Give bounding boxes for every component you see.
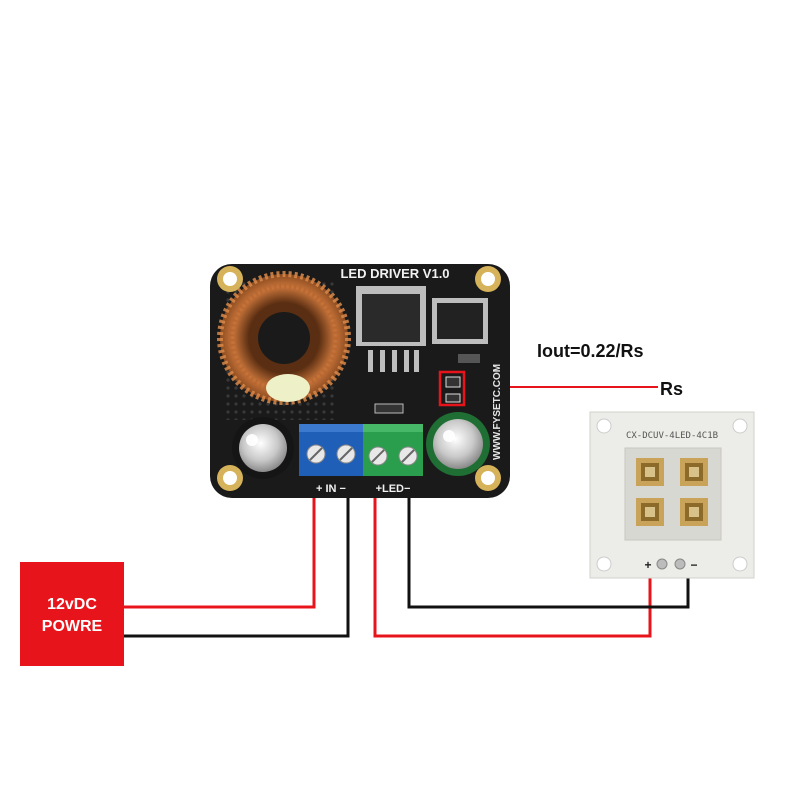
schottky-diode [432, 298, 488, 344]
output-terminal-block [363, 424, 423, 476]
led-driver-board: LED DRIVER V1.0 [210, 264, 510, 498]
current-formula: Iout=0.22/Rs [537, 341, 644, 361]
output-terminal-label: +LED− [376, 483, 411, 495]
sense-resistor-rs [445, 376, 461, 388]
led-module-plus: + [644, 558, 651, 572]
led-module-model: CX-DCUV-4LED-4C1B [626, 431, 718, 441]
led-chip [680, 498, 708, 526]
led-pad-negative [674, 558, 686, 570]
board-title: LED DRIVER V1.0 [340, 266, 449, 281]
rs-highlight-box [438, 370, 466, 407]
led-pad-positive [656, 558, 668, 570]
wire-led-positive [373, 492, 652, 638]
wire-led-negative [407, 492, 690, 609]
led-chips [636, 458, 708, 526]
led-module-minus: − [690, 558, 697, 572]
wires [124, 386, 690, 638]
power-supply-voltage: 12vDC [47, 596, 97, 613]
wire-in-negative [124, 492, 350, 638]
smd-component [374, 403, 404, 414]
power-supply-box [20, 562, 124, 666]
power-supply-label: POWRE [42, 618, 103, 635]
input-capacitor [232, 417, 294, 479]
uv-led-module: CX-DCUV-4LED-4C1B [589, 411, 755, 579]
input-terminal-block [299, 424, 363, 476]
toroid-inductor [217, 271, 351, 405]
mounting-holes [217, 266, 501, 491]
input-terminal-label: + IN − [316, 483, 346, 495]
output-capacitor [426, 412, 490, 476]
board-website: WWW.FYSETC.COM [492, 364, 503, 460]
led-chip [636, 498, 664, 526]
led-chip [680, 458, 708, 486]
power-supply: 12vDC POWRE [20, 562, 124, 666]
smd-component [445, 393, 461, 403]
smd-component [458, 354, 480, 363]
led-chip [636, 458, 664, 486]
regulator-ic [356, 286, 426, 372]
wire-in-positive [124, 492, 316, 609]
rs-label: Rs [660, 379, 683, 399]
